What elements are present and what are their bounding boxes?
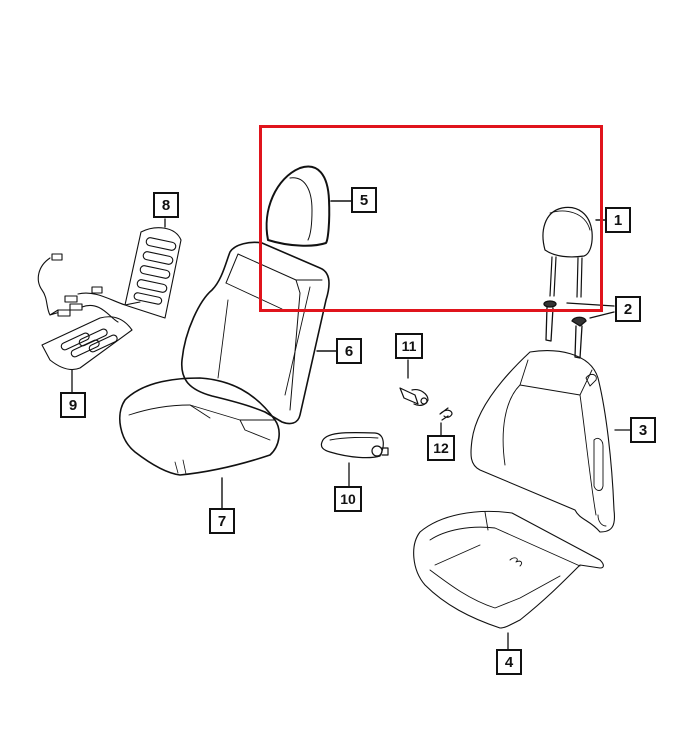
seat-cushion-cover-drawing xyxy=(413,510,604,629)
callout-3[interactable]: 3 xyxy=(630,417,656,443)
seat-back-drawing xyxy=(181,241,330,425)
callout-10[interactable]: 10 xyxy=(334,486,362,512)
recliner-handle-drawing xyxy=(320,431,389,459)
guide-sleeves-drawing xyxy=(543,300,587,359)
seat-cushion-heater-drawing xyxy=(37,253,141,371)
headrest-drawing xyxy=(542,206,593,298)
retaining-clip-drawing xyxy=(439,407,453,421)
callout-11[interactable]: 11 xyxy=(395,333,423,359)
heated-seat-switch-drawing xyxy=(399,387,429,406)
callout-9[interactable]: 9 xyxy=(60,392,86,418)
callout-6[interactable]: 6 xyxy=(336,338,362,364)
callout-7[interactable]: 7 xyxy=(209,508,235,534)
seat-back-cover-drawing xyxy=(470,350,616,533)
highlight-box xyxy=(259,125,603,312)
callout-2[interactable]: 2 xyxy=(615,296,641,322)
callout-1[interactable]: 1 xyxy=(605,207,631,233)
callout-8[interactable]: 8 xyxy=(153,192,179,218)
callout-12[interactable]: 12 xyxy=(427,435,455,461)
callout-5[interactable]: 5 xyxy=(351,187,377,213)
headrest-cover-drawing xyxy=(265,165,331,247)
seat-cushion-drawing xyxy=(119,377,280,476)
seat-back-heater-drawing xyxy=(124,227,182,319)
callout-4[interactable]: 4 xyxy=(496,649,522,675)
